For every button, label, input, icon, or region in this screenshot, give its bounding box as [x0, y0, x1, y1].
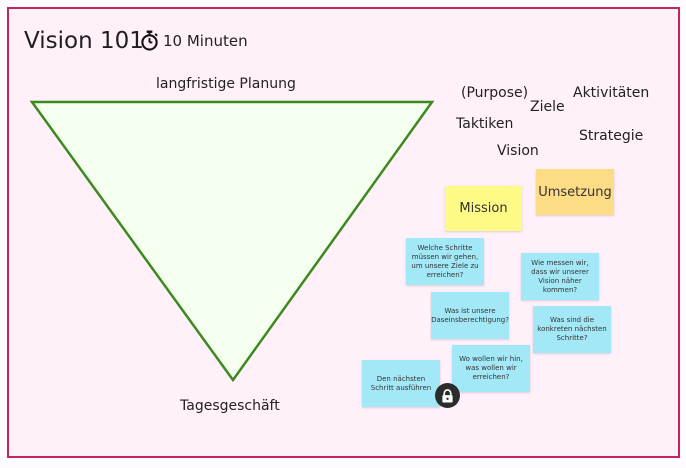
stopwatch-icon [141, 30, 158, 51]
sticky-note-naechste-schritte[interactable]: Was sind die konkreten nächsten Schritte… [533, 306, 611, 353]
pyramid-top-label: langfristige Planung [156, 76, 296, 92]
sticky-note-text: Umsetzung [538, 184, 612, 200]
sticky-note-text: Wie messen wir, dass wir unserer Vision … [531, 258, 589, 294]
sticky-note-wie-messen[interactable]: Wie messen wir, dass wir unserer Vision … [521, 253, 599, 300]
word-aktivitaeten[interactable]: Aktivitäten [573, 85, 650, 101]
sticky-note-ausfuehren[interactable]: Den nächsten Schritt ausführen [362, 360, 440, 407]
word-ziele[interactable]: Ziele [530, 99, 565, 115]
word-strategie[interactable]: Strategie [579, 128, 644, 144]
timer: 10 Minuten [140, 30, 248, 51]
sticky-note-mission[interactable]: Mission [445, 186, 522, 231]
timer-label: 10 Minuten [163, 31, 248, 50]
sticky-note-umsetzung[interactable]: Umsetzung [536, 169, 614, 215]
sticky-note-text: Was ist unsere Daseinsberechtigung? [431, 306, 509, 324]
lock-button[interactable] [435, 383, 460, 408]
sticky-note-text: Was sind die konkreten nächsten Schritte… [537, 316, 607, 342]
pyramid-bottom-label: Tagesgeschäft [180, 398, 280, 414]
word-vision[interactable]: Vision [497, 143, 539, 159]
word-purpose[interactable]: (Purpose) [461, 85, 529, 101]
word-taktiken[interactable]: Taktiken [456, 116, 514, 132]
frame-title: Vision 101 [24, 28, 144, 54]
sticky-note-text: Den nächsten Schritt ausführen [370, 374, 432, 392]
sticky-note-wo-wollen[interactable]: Wo wollen wir hin, was wollen wir erreic… [452, 345, 530, 392]
pyramid-triangle[interactable] [28, 98, 436, 388]
lock-icon [442, 388, 453, 402]
sticky-note-text: Welche Schritte müssen wir gehen, um uns… [411, 243, 479, 279]
canvas-frame[interactable] [7, 7, 680, 458]
sticky-note-text: Wo wollen wir hin, was wollen wir erreic… [459, 355, 523, 381]
sticky-note-daseinsberechtigung[interactable]: Was ist unsere Daseinsberechtigung? [431, 292, 509, 339]
sticky-note-welche-schritte[interactable]: Welche Schritte müssen wir gehen, um uns… [406, 238, 484, 285]
sticky-note-text: Mission [459, 201, 508, 216]
